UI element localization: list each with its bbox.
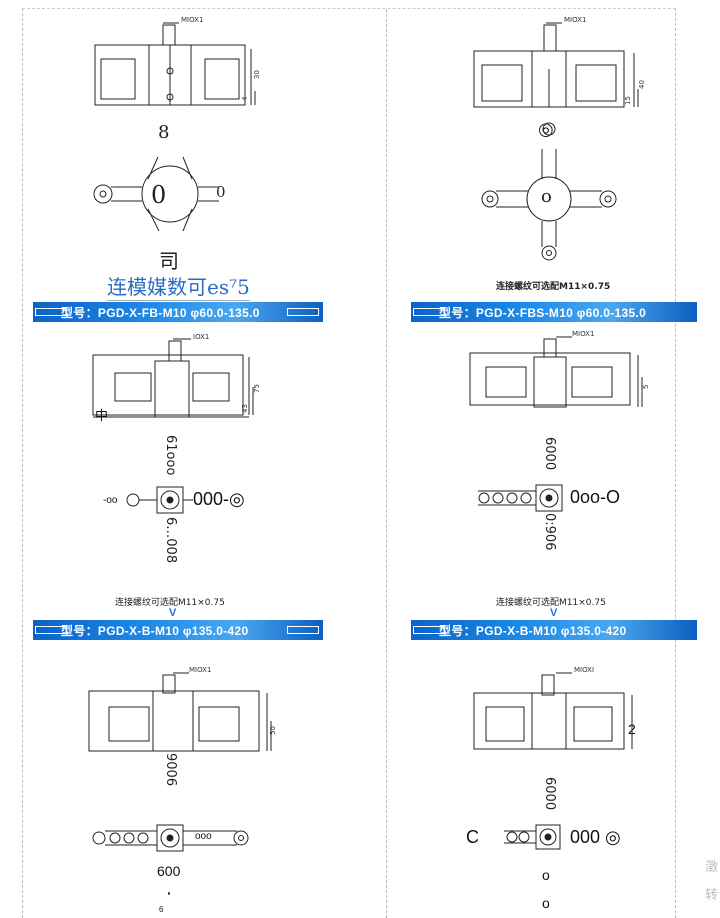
caption-3: 连接螺纹可选配M11×0.75 — [115, 598, 225, 608]
caption-1: 连模媒数可es⁷5 — [107, 271, 250, 301]
banner-label-p6: 型号：PGD-X-B-M10 φ135.0-420 — [439, 624, 627, 638]
circle-2-6: o — [542, 895, 550, 911]
dim-right-3: 75 — [253, 384, 261, 393]
callout-5: MIOX1 — [189, 666, 211, 674]
right-text-6: 000 ◎ — [570, 827, 621, 847]
mid-text-5: ooo — [195, 831, 212, 842]
banner-bar-left — [413, 308, 445, 316]
gripper-drawing-3: 75 43 IOX1 — [92, 333, 261, 514]
overlay-right-1: 0 — [216, 183, 226, 201]
overlay-left-1: 0 — [151, 181, 167, 209]
banner-label-p5: 型号：PGD-X-B-M10 φ135.0-420 — [61, 624, 249, 638]
banner-bar-right — [287, 626, 319, 634]
overlay-center-2: o — [541, 186, 552, 207]
column-divider — [386, 9, 387, 918]
panel-1: 30 4 MIOX1 8 0 0 司 连模媒数可es⁷5 — [23, 9, 348, 309]
dim-left-3: 43 — [241, 404, 249, 413]
dim-right-4: 5 — [642, 385, 650, 389]
dim-left-2: 15 — [624, 96, 632, 105]
banner-p5: 型号：PGD-X-B-M10 φ135.0-420 — [33, 620, 323, 640]
caption-2: 连接螺纹可选配M11×0.75 — [496, 282, 611, 292]
dim-right-5: 50 — [269, 726, 277, 735]
vert-top-3: 61ooo — [163, 435, 178, 476]
panel-3: 75 43 IOX1 中 61ooo 6…008 -oo 000-◎ 连接螺纹可… — [23, 327, 348, 627]
vert-bottom-3: 6…008 — [163, 517, 178, 564]
banner-p3: 型号：PGD-X-FB-M10 φ60.0-135.0 — [33, 302, 323, 322]
banner-p2: 型号：PGD-X-FBS-M10 φ60.0-135.0 — [411, 302, 697, 322]
v-mark-3: V — [169, 607, 177, 619]
v-mark-4: V — [550, 607, 558, 619]
gripper-drawing-5: 50 MIOX1 — [88, 666, 277, 852]
banner-p6: 型号：PGD-X-B-M10 φ135.0-420 — [411, 620, 697, 640]
callout-1: MIOX1 — [181, 16, 203, 24]
gripper-drawing-6: MIOXI — [473, 666, 633, 850]
right-text-4: 0oo-O — [570, 487, 621, 507]
gripper-drawing-2: 40 15 MIOX1 — [473, 16, 646, 261]
dim-right-2: 40 — [638, 80, 646, 89]
gripper-drawing-1: 30 4 MIOX1 — [93, 16, 261, 232]
left-text-6: C — [466, 827, 479, 847]
circle-1-6: o — [542, 867, 550, 883]
side-note-2: 转 — [704, 888, 718, 903]
side-char-3: 中 — [95, 408, 109, 423]
catalog-sheet: 30 4 MIOX1 8 0 0 司 连模媒数可es⁷5 型号：PGD-X-FB… — [22, 8, 697, 918]
caption-4: 连接螺纹可选配M11×0.75 — [496, 598, 606, 608]
bottom-num-5: 600 — [157, 863, 181, 879]
panel-6: MIOXI 2 6000 C 000 ◎ o o — [386, 645, 711, 918]
banner-bar-left — [35, 308, 67, 316]
callout-4: MIOX1 — [572, 330, 594, 338]
small-5: 6 — [159, 905, 164, 914]
callout-2: MIOX1 — [564, 16, 586, 24]
panel-5: 50 MIOX1 9006 ooo 600 · 6 — [23, 645, 348, 918]
banner-bar-right — [287, 308, 319, 316]
overlay-top-2: ◎ — [538, 119, 554, 140]
banner-bar-left — [413, 626, 445, 634]
dim-right-1: 30 — [253, 70, 261, 79]
gripper-drawing-4: 5 MIOX1 — [469, 330, 650, 512]
dim-left-1: 4 — [241, 96, 249, 101]
banner-label-p2: 型号：PGD-X-FBS-M10 φ60.0-135.0 — [439, 306, 647, 320]
callout-6: MIOXI — [574, 666, 594, 674]
panel-2: 40 15 MIOX1 ◎ o 连接螺纹可选配M11×0.75 — [386, 9, 711, 309]
dim-right-6: 2 — [628, 721, 636, 737]
overlay-top-1: 8 — [158, 122, 170, 143]
panel-4: 5 MIOX1 6000 0:906 0oo-O 连接螺纹可选配M11×0.75… — [386, 327, 711, 627]
side-note-1: 澂 — [704, 860, 718, 875]
banner-label-p3: 型号：PGD-X-FB-M10 φ60.0-135.0 — [61, 306, 260, 320]
dot-5: · — [167, 885, 172, 901]
vert-text-5: 9006 — [163, 753, 178, 787]
right-text-3: 000-◎ — [193, 489, 245, 509]
vert-text-6: 6000 — [542, 777, 557, 811]
vert-bottom-4: 0:906 — [542, 513, 557, 551]
vert-top-4: 6000 — [542, 437, 557, 471]
left-text-3: -oo — [103, 495, 118, 506]
overlay-bottom-1: 司 — [159, 249, 179, 273]
callout-3: IOX1 — [193, 333, 209, 341]
banner-bar-left — [35, 626, 67, 634]
